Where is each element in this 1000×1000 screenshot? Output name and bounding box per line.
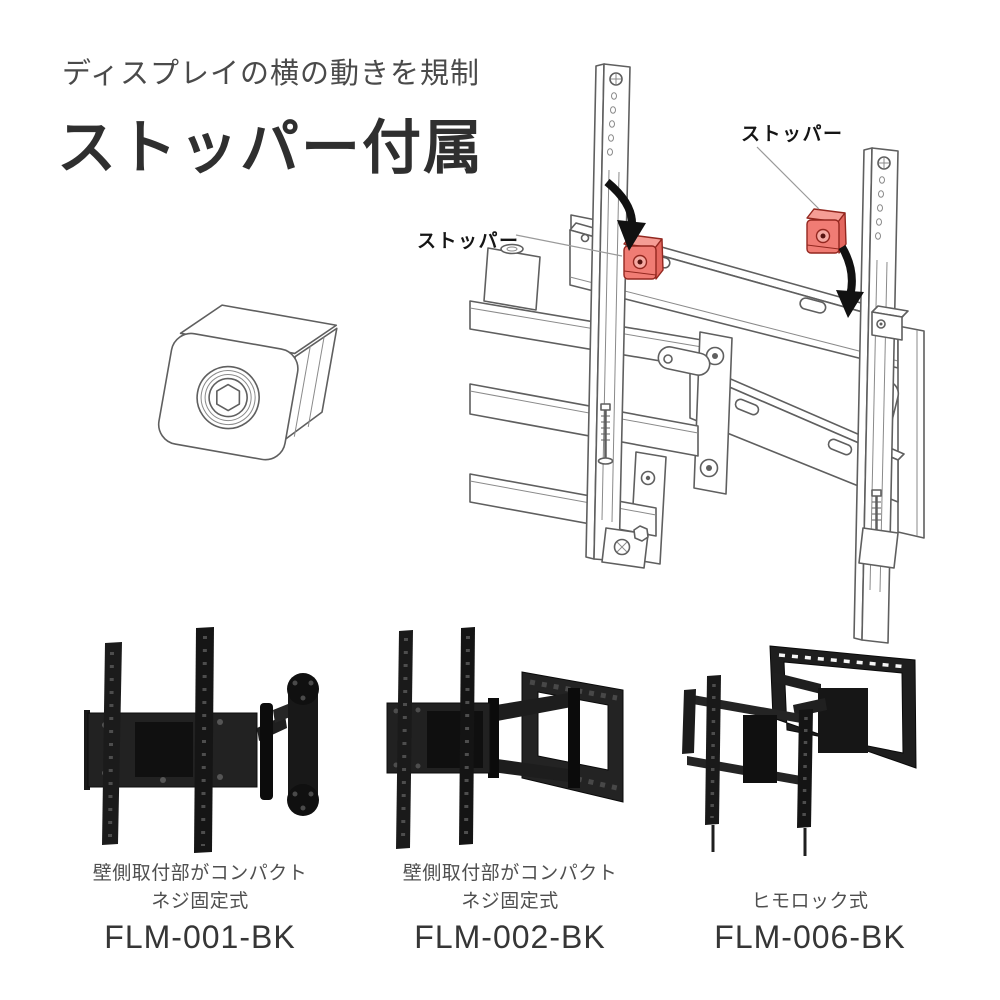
product-card-flm-006: ヒモロック式 FLM-006-BK bbox=[660, 610, 960, 956]
threaded-bolt-icon bbox=[597, 403, 614, 465]
stopper-mount-block bbox=[871, 305, 909, 341]
product-desc-line1: 壁側取付部がコンパクト bbox=[92, 863, 308, 884]
product-card-flm-002: 壁側取付部がコンパクト ネジ固定式 FLM-002-BK bbox=[365, 610, 655, 956]
stopper-highlight-loose bbox=[806, 208, 847, 254]
diagram-label-left: ストッパー bbox=[417, 230, 520, 252]
left-tv-rail bbox=[585, 63, 631, 562]
wall-mount-diagram: ストッパー ストッパー bbox=[417, 63, 925, 644]
product-photo-flm-002 bbox=[386, 627, 624, 849]
leader-line-left bbox=[515, 234, 623, 257]
product-model: FLM-006-BK bbox=[714, 919, 906, 955]
page-title: ストッパー付属 bbox=[57, 115, 485, 181]
product-desc-line2: ネジ固定式 bbox=[461, 891, 559, 912]
page-subtitle: ディスプレイの横の動きを規制 bbox=[62, 58, 480, 90]
bottom-bracket bbox=[601, 525, 649, 569]
right-tv-rail bbox=[853, 147, 899, 644]
product-desc-line2: ヒモロック式 bbox=[751, 891, 869, 912]
install-arrow-right-icon bbox=[836, 244, 864, 318]
product-desc-line2: ネジ固定式 bbox=[151, 891, 249, 912]
install-arrow-left-icon bbox=[604, 178, 646, 251]
product-desc-line1: 壁側取付部がコンパクト bbox=[402, 863, 618, 884]
product-photo-flm-001 bbox=[84, 627, 319, 853]
threaded-bolt-icon bbox=[858, 489, 899, 569]
leader-line-right bbox=[756, 146, 820, 210]
product-model: FLM-002-BK bbox=[414, 919, 606, 955]
stopper-part-illustration bbox=[157, 304, 338, 461]
product-photo-flm-006 bbox=[681, 645, 917, 856]
diagram-label-right: ストッパー bbox=[741, 123, 844, 145]
product-model: FLM-001-BK bbox=[104, 919, 296, 955]
product-desc-line1 bbox=[660, 860, 960, 888]
product-card-flm-001: 壁側取付部がコンパクト ネジ固定式 FLM-001-BK bbox=[55, 610, 345, 956]
hex-socket-screw-icon bbox=[196, 365, 260, 430]
